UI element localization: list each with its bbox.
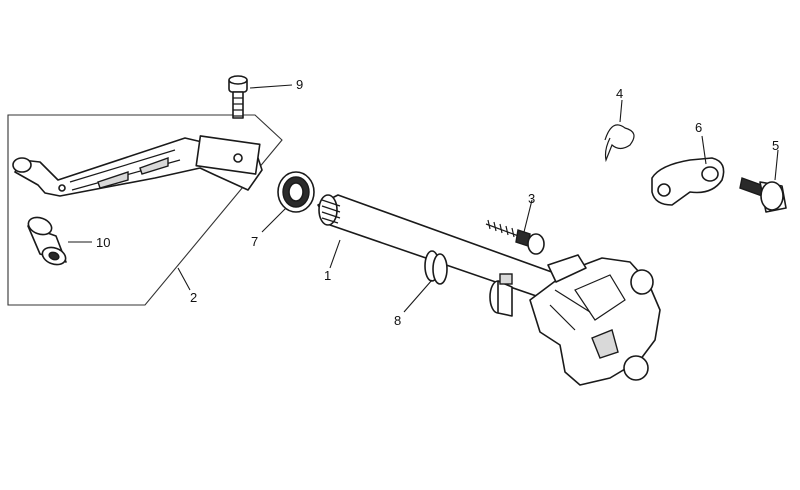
callout-7: 7 — [251, 234, 258, 249]
leader-line-7 — [261, 207, 287, 233]
leader-line-8 — [403, 279, 433, 313]
callout-10: 10 — [96, 235, 110, 250]
leader-line-2 — [177, 267, 191, 291]
pedal-bolt — [228, 75, 248, 119]
leader-line-3 — [523, 199, 533, 233]
shaft-washer — [424, 250, 448, 285]
callout-6: 6 — [695, 120, 702, 135]
stopper-arm — [651, 157, 725, 206]
clip-spring — [604, 124, 635, 163]
pedal-rubber-sleeve — [27, 216, 67, 266]
assembly-frame-2 — [7, 114, 283, 306]
gear-pedal-lever — [12, 135, 263, 197]
callout-3: 3 — [528, 191, 535, 206]
callout-5: 5 — [772, 138, 779, 153]
callout-4: 4 — [616, 86, 623, 101]
callout-1: 1 — [324, 268, 331, 283]
leader-line-5 — [774, 149, 779, 181]
callout-2: 2 — [190, 290, 197, 305]
shaft-spring-collar — [489, 273, 513, 317]
leader-line-9 — [249, 84, 293, 89]
leader-line-4 — [619, 99, 623, 123]
oil-seal — [277, 171, 315, 213]
leader-line-1 — [329, 239, 341, 269]
leader-line-6 — [701, 135, 707, 165]
callout-8: 8 — [394, 313, 401, 328]
shift-selector-plate — [529, 254, 661, 386]
stopper-bolt — [739, 177, 787, 213]
detent-screw — [485, 219, 545, 255]
callout-9: 9 — [296, 77, 303, 92]
